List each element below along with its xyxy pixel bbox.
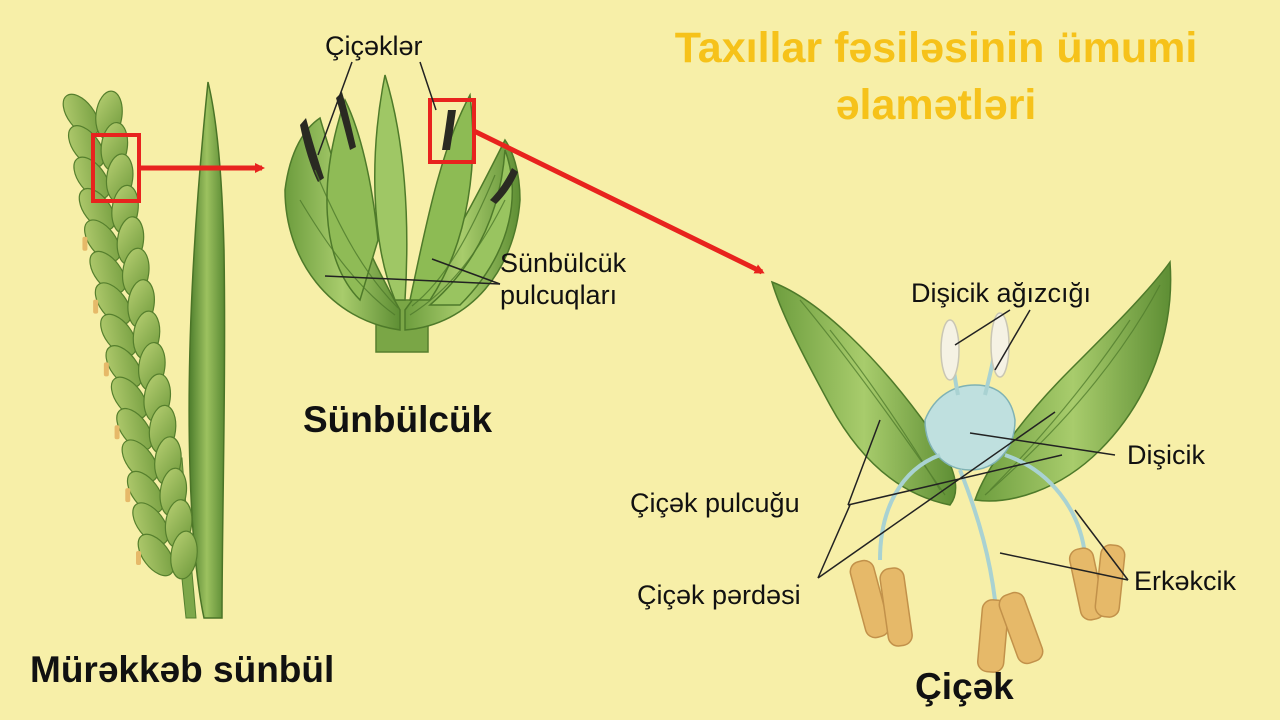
floret-edge-dark-1 (300, 118, 324, 182)
floret-edge-dark-4 (490, 168, 518, 204)
leader-stigma-2 (994, 309, 1031, 371)
floret-2 (374, 74, 408, 301)
arrow-spikelet-to-flower (472, 128, 765, 275)
spike-grain (100, 313, 137, 357)
spike-grain (110, 376, 148, 420)
spike-grain (105, 345, 143, 388)
spike-grain (94, 282, 132, 325)
spikelet-illustration (284, 61, 765, 353)
stamen-anthers (849, 544, 1126, 673)
label-flower-scale: Çiçək pulcuğu (630, 488, 800, 518)
leader-pistil (969, 432, 1116, 456)
label-stigma: Dişicik ağızcığı (911, 278, 1092, 308)
label-pistil: Dişicik (1127, 440, 1205, 470)
floret-edge-dark-2 (336, 92, 356, 150)
flower-pistil (924, 384, 1016, 471)
spike-anther (93, 299, 99, 314)
label-spikelet: Sünbülcük (303, 399, 493, 440)
leader-spikelet-scales-1 (324, 275, 501, 285)
spike-grain (121, 439, 159, 483)
floret-1 (326, 98, 379, 302)
label-flower: Çiçək (915, 666, 1014, 707)
stigma-left (940, 319, 960, 381)
stigma-right (990, 312, 1010, 378)
spike-anther (114, 425, 120, 440)
leader-flower-membrane-2 (817, 411, 1056, 579)
leader-stamen-1 (999, 552, 1129, 581)
label-flower-membrane: Çiçək pərdəsi (637, 580, 801, 610)
spike-grains (62, 90, 198, 580)
spike-anther (125, 488, 131, 503)
label-spikelet-scales-line-1: Sünbülcük (500, 248, 627, 278)
label-spikelet-scales: Sünbülcük pulcuqları (500, 248, 626, 312)
flower-lemma-left (770, 280, 957, 506)
spike-grain (67, 125, 105, 168)
flower-leader-lines (817, 309, 1129, 581)
spike-grain (126, 470, 164, 514)
spike-grain (84, 219, 121, 263)
spike-grain (116, 407, 153, 451)
leader-stamen-2 (1074, 509, 1129, 581)
leader-flower-membrane-1 (817, 504, 851, 579)
complex-spike-illustration (62, 81, 265, 619)
spike-grain (132, 502, 170, 545)
label-spikelet-scales-line-2: pulcuqları (500, 279, 618, 310)
label-stamen: Erkəkcik (1134, 566, 1237, 596)
flower-veins (799, 284, 1161, 496)
leaf-blade (188, 81, 226, 619)
leader-spikelet-scales-2 (431, 258, 501, 285)
leader-stigma-1 (954, 309, 1011, 346)
floret-3 (409, 92, 474, 301)
leader-flower-scale-1 (847, 419, 881, 506)
spike-grain (137, 533, 175, 577)
slide-title-line-2: əlamətləri (835, 81, 1037, 130)
spike-anther (82, 236, 88, 251)
leader-flower-scale-2 (847, 454, 1063, 506)
label-complex-spike: Mürəkkəb sünbül (30, 649, 335, 690)
label-florets: Çiçəklər (325, 31, 423, 61)
spike-grain (89, 250, 127, 294)
spikelet-veins (299, 169, 506, 316)
spike-grain (170, 530, 198, 580)
slide-title: Taxıllar fəsiləsinin ümumi əlamətləri (596, 20, 1276, 134)
slide-title-line-1: Taxıllar fəsiləsinin ümumi (674, 24, 1198, 72)
floret-edge-dark-3 (442, 110, 456, 150)
spike-anther (103, 362, 109, 377)
leader-florets (317, 61, 353, 156)
leader-florets-2 (419, 61, 437, 111)
spike-anther (136, 551, 141, 565)
flower-illustration (770, 259, 1172, 673)
